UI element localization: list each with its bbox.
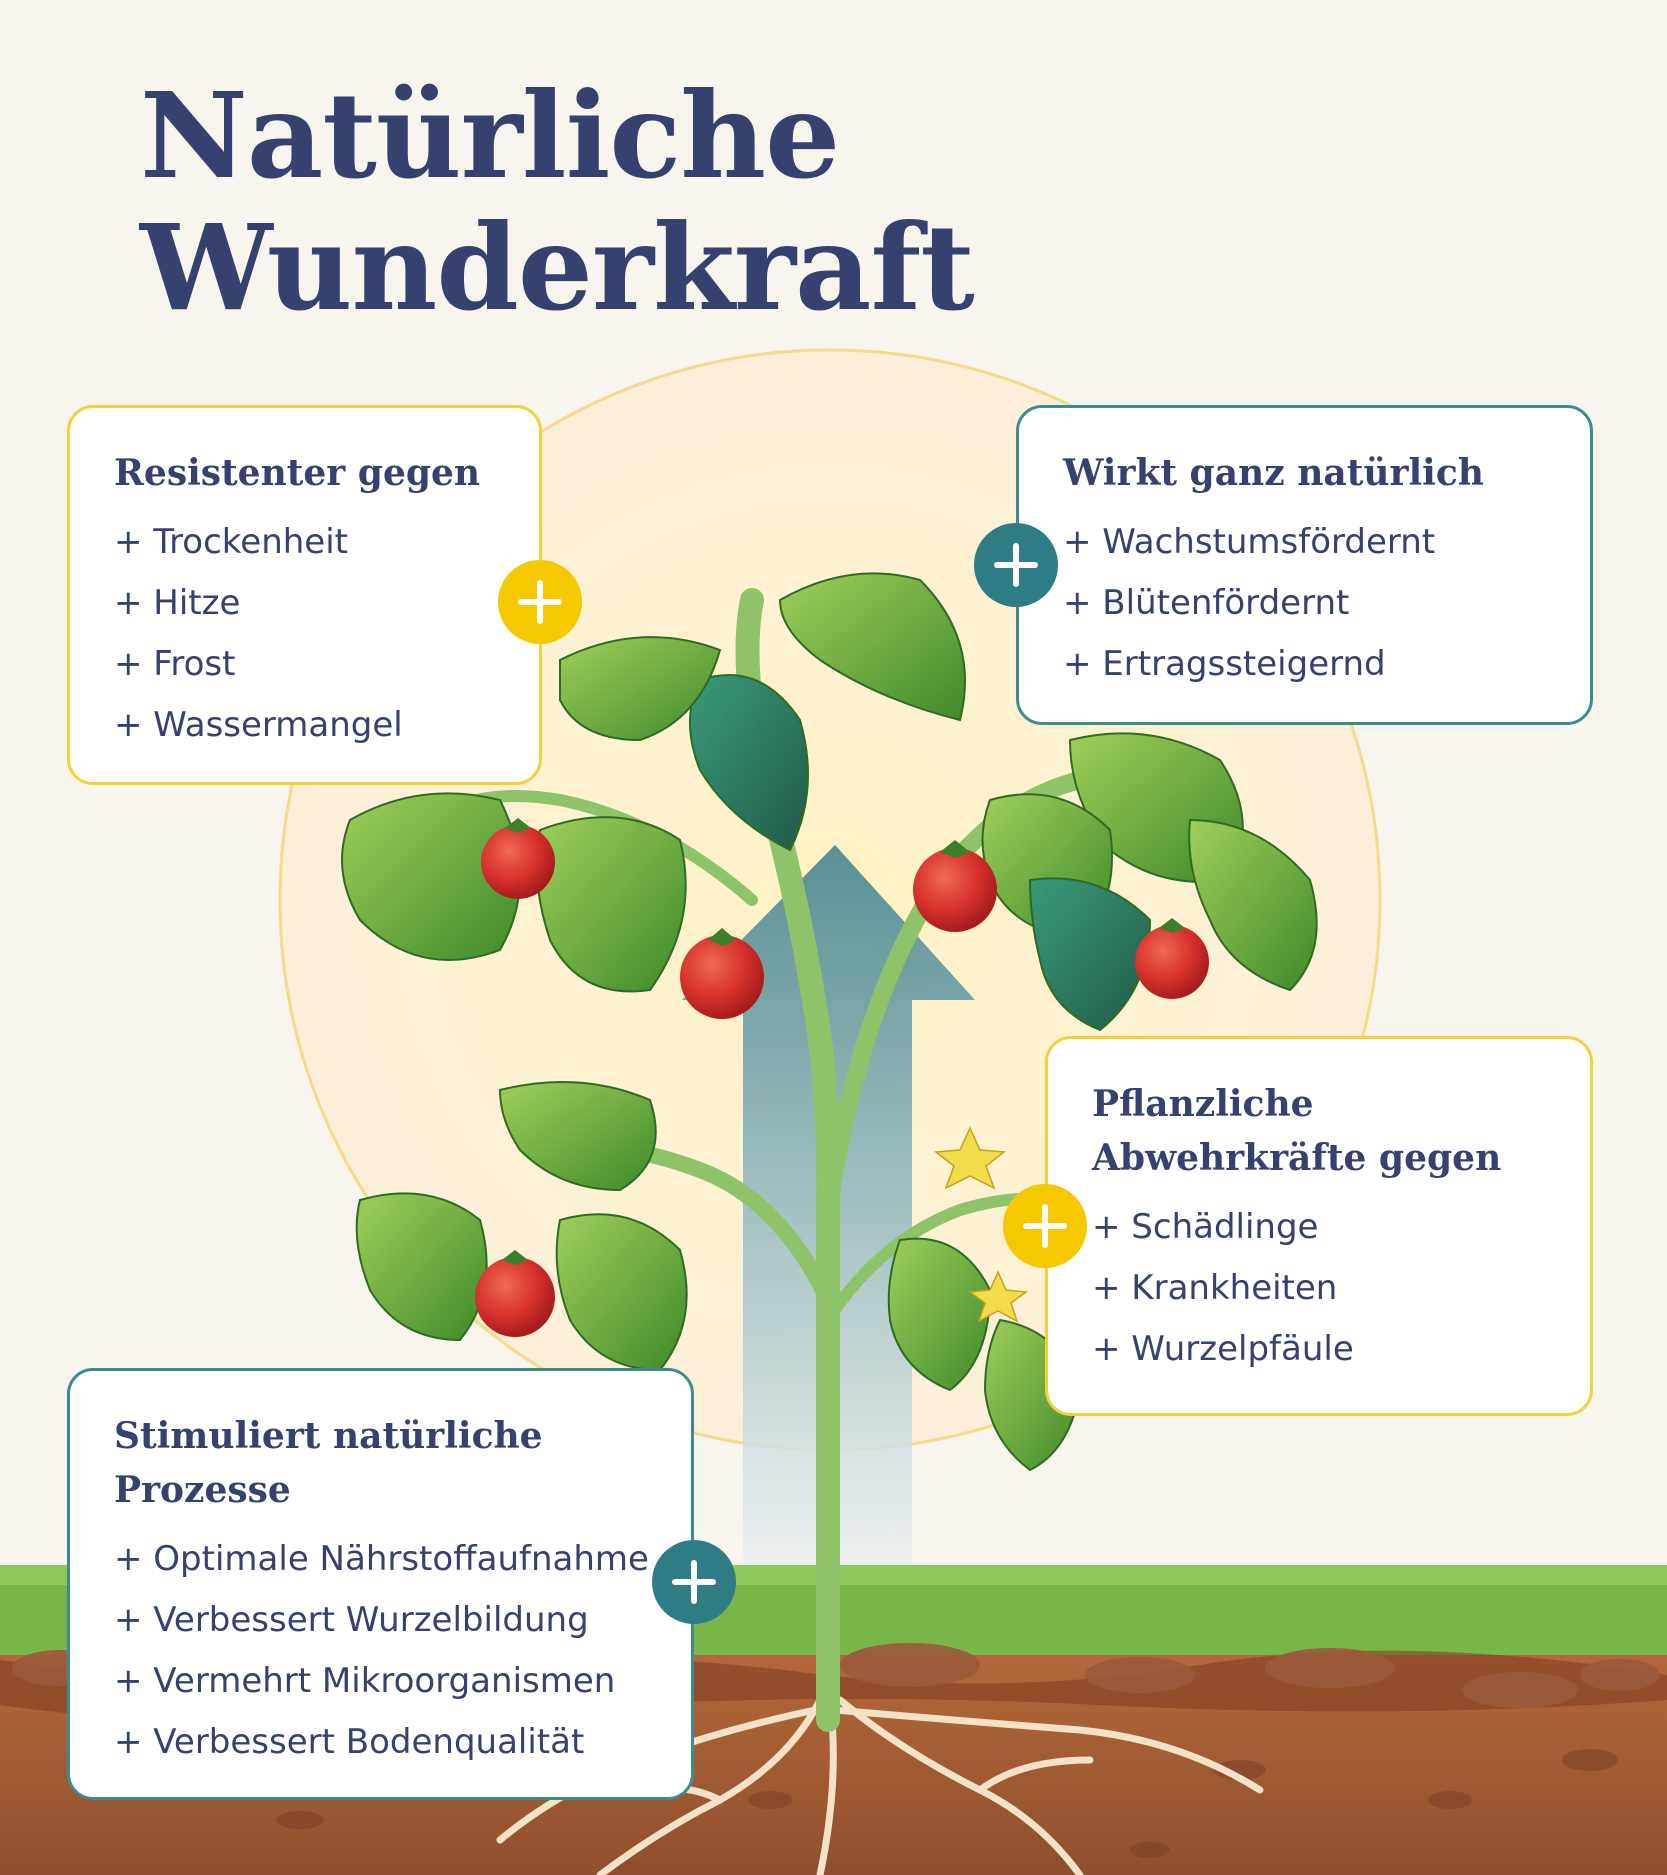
list-item: + Wurzelpfäule [1092, 1329, 1354, 1369]
tomatoes [475, 818, 1209, 1337]
list-item: + Wachstumsfördernt [1063, 522, 1436, 562]
list-item: + Trockenheit [114, 522, 348, 562]
list-item: + Schädlinge [1092, 1207, 1319, 1247]
list-item: + Verbessert Wurzelbildung [114, 1600, 589, 1640]
card-list: + Wachstumsfördernt + Blütenfördernt + E… [1063, 512, 1546, 695]
card-heading: Pflanzliche Abwehrkräfte gegen [1092, 1083, 1502, 1179]
list-item: + Optimale Nährstoffaufnahme [114, 1539, 649, 1579]
card-list: + Trockenheit + Hitze + Frost + Wasserma… [114, 512, 495, 756]
card-natural-processes: Stimuliert natürliche Prozesse + Optimal… [67, 1368, 694, 1800]
plus-icon [1003, 1184, 1087, 1268]
card-list: + Schädlinge + Krankheiten + Wurzelpfäul… [1092, 1197, 1546, 1380]
title-line-2: Wunderkraft [140, 198, 975, 337]
card-list: + Optimale Nährstoffaufnahme + Verbesser… [114, 1529, 649, 1773]
list-item: + Hitze [114, 583, 241, 623]
list-item: + Verbessert Bodenqualität [114, 1722, 585, 1762]
card-natural-effect: Wirkt ganz natürlich + Wachstumsfördernt… [1016, 405, 1593, 725]
card-heading: Resistenter gegen [114, 452, 481, 494]
card-plant-defense: Pflanzliche Abwehrkräfte gegen + Schädli… [1045, 1036, 1593, 1416]
title-line-1: Natürliche [140, 66, 840, 205]
card-resistance: Resistenter gegen + Trockenheit + Hitze … [67, 405, 542, 785]
list-item: + Krankheiten [1092, 1268, 1338, 1308]
list-item: + Ertragssteigernd [1063, 644, 1386, 684]
card-heading: Stimuliert natürliche Prozesse [114, 1415, 543, 1511]
list-item: + Blütenfördernt [1063, 583, 1350, 623]
plus-icon [974, 523, 1058, 607]
page-title: Natürliche Wunderkraft [140, 66, 975, 337]
plus-icon [498, 560, 582, 644]
card-heading: Wirkt ganz natürlich [1063, 452, 1484, 494]
list-item: + Frost [114, 644, 236, 684]
plus-icon [652, 1540, 736, 1624]
list-item: + Vermehrt Mikroorganismen [114, 1661, 616, 1701]
list-item: + Wassermangel [114, 705, 403, 745]
